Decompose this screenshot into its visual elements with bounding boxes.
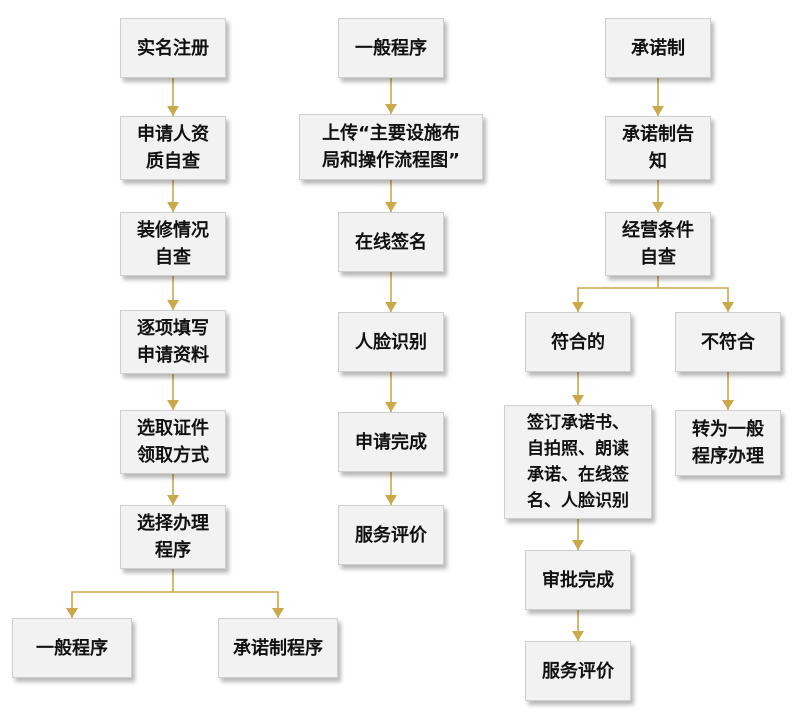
node-fill-application-materials: 逐项填写 申请资料 (120, 310, 226, 374)
arrow-head-icon (572, 302, 584, 312)
arrow-head-icon (66, 608, 78, 618)
connector-line (577, 276, 659, 312)
node-commitment-notice: 承诺制告 知 (605, 116, 711, 180)
node-upload-layout-chart: 上传“主要设施布 局和操作流程图” (299, 114, 483, 180)
node-not-qualified: 不符合 (675, 312, 781, 372)
arrow-head-icon (652, 106, 664, 116)
arrow-head-icon (572, 631, 584, 641)
arrow-head-icon (385, 202, 397, 212)
arrow-head-icon (572, 540, 584, 550)
arrow-head-icon (167, 400, 179, 410)
node-approval-complete: 审批完成 (525, 550, 631, 610)
node-choose-certificate-method: 选取证件 领取方式 (120, 410, 226, 474)
arrow-head-icon (385, 402, 397, 412)
node-choose-procedure: 选择办理 程序 (120, 505, 226, 569)
arrow-head-icon (272, 608, 284, 618)
arrow-head-icon (167, 106, 179, 116)
node-sign-commitment-steps: 签订承诺书、 自拍照、朗读 承诺、在线签 名、人脸识别 (504, 405, 652, 519)
node-real-name-registration: 实名注册 (120, 18, 226, 78)
arrow-head-icon (167, 300, 179, 310)
arrow-head-icon (167, 495, 179, 505)
node-service-evaluation-right: 服务评价 (525, 641, 631, 701)
node-service-evaluation-mid: 服务评价 (338, 505, 444, 565)
node-decoration-self-check: 装修情况 自查 (120, 212, 226, 276)
connector-line (71, 569, 174, 618)
node-business-condition-check: 经营条件 自查 (605, 212, 711, 276)
arrow-head-icon (722, 302, 734, 312)
node-commitment-system: 承诺制 (605, 18, 711, 78)
arrow-head-icon (652, 202, 664, 212)
arrow-head-icon (385, 495, 397, 505)
arrow-head-icon (385, 104, 397, 114)
node-application-complete: 申请完成 (338, 412, 444, 472)
node-general-procedure-left: 一般程序 (12, 618, 132, 678)
connector-line (173, 591, 279, 618)
node-commitment-procedure: 承诺制程序 (218, 618, 338, 678)
node-online-signature: 在线签名 (338, 212, 444, 272)
node-applicant-qualification-check: 申请人资 质自查 (120, 116, 226, 180)
node-general-procedure: 一般程序 (338, 18, 444, 78)
arrow-head-icon (385, 302, 397, 312)
node-qualified: 符合的 (525, 312, 631, 372)
node-face-recognition: 人脸识别 (338, 312, 444, 372)
arrow-head-icon (572, 395, 584, 405)
arrow-head-icon (167, 202, 179, 212)
connector-line (658, 287, 729, 312)
node-switch-to-general: 转为一般 程序办理 (675, 410, 781, 476)
arrow-head-icon (722, 400, 734, 410)
